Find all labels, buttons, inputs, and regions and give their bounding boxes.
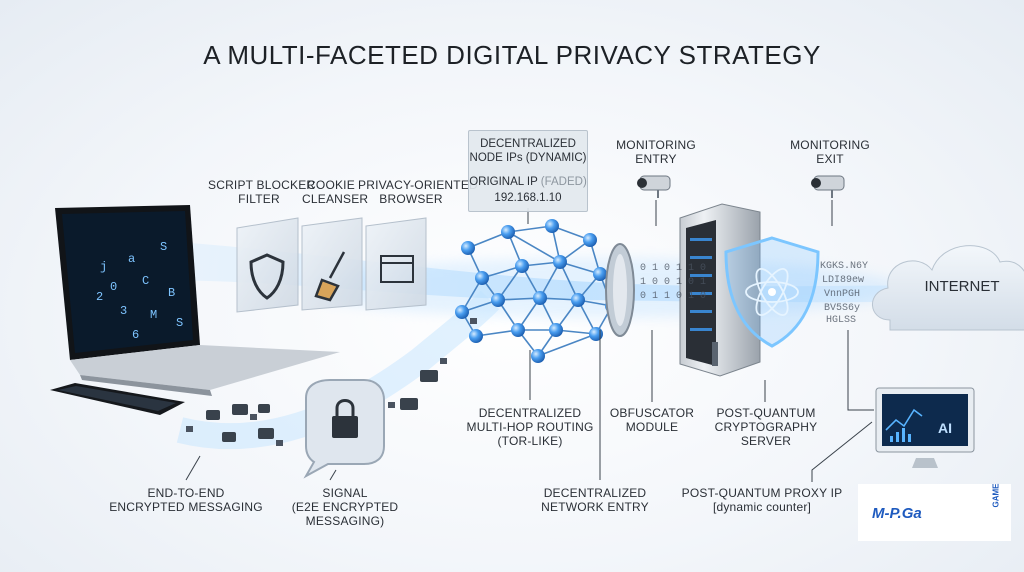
ip-info-box: DECENTRALIZED NODE IPs (DYNAMIC) ORIGINA…	[468, 130, 588, 212]
svg-text:BV5S6y: BV5S6y	[824, 303, 860, 314]
network-node	[589, 327, 603, 341]
svg-text:C: C	[142, 274, 149, 288]
network-link	[507, 231, 561, 263]
svg-text:1 0 0 1 0 1: 1 0 0 1 0 1	[640, 277, 706, 288]
camera-icon-entry	[637, 175, 671, 198]
monitoring-exit-label: MONITORING EXIT	[790, 138, 870, 166]
svg-text:S: S	[176, 316, 183, 330]
network-node	[583, 233, 597, 247]
monitor-ai-icon	[875, 387, 975, 468]
brand-logo	[858, 484, 1011, 541]
logo-text: M-P.Ga	[872, 505, 922, 522]
multihop-label: DECENTRALIZED MULTI-HOP ROUTING (TOR-LIK…	[466, 406, 594, 448]
network-node	[593, 267, 607, 281]
svg-text:HGLSS: HGLSS	[826, 315, 856, 326]
leader-lines	[185, 200, 874, 482]
network-link	[467, 231, 509, 249]
script-blocker-panel	[236, 217, 299, 313]
network-node	[531, 349, 545, 363]
laptop-icon: Sa0 C BjM 3 S 6 2	[55, 205, 340, 396]
network-entry-label: DECENTRALIZED NETWORK ENTRY	[541, 486, 649, 514]
svg-text:S: S	[160, 240, 167, 254]
privacy-browser-panel	[365, 217, 427, 311]
svg-text:0 1 1 0 1 0: 0 1 1 0 1 0	[640, 291, 706, 302]
svg-text:6: 6	[132, 328, 139, 342]
svg-text:LDI89ew: LDI89ew	[822, 275, 864, 286]
network-node	[545, 219, 559, 233]
obfuscator-label: OBFUSCATOR MODULE	[609, 406, 695, 434]
network-link	[475, 329, 519, 337]
broom-icon	[314, 251, 346, 302]
shield-icon	[249, 253, 285, 300]
ai-label: AI	[938, 420, 952, 436]
cloud-icon	[872, 245, 1024, 331]
svg-text:VnnPGH: VnnPGH	[824, 289, 860, 300]
network-node	[469, 329, 483, 343]
browser-icon	[380, 255, 414, 283]
network-node	[553, 255, 567, 269]
network-link	[507, 225, 553, 233]
network-node	[501, 225, 515, 239]
ip-box-line-2: NODE IPs (DYNAMIC)	[469, 152, 587, 164]
chat-bubble-icon	[206, 370, 438, 442]
svg-text:B: B	[168, 286, 175, 300]
network-node	[455, 305, 469, 319]
script-blocker-label: SCRIPT BLOCKER FILTER	[208, 178, 316, 206]
node-network-icon	[455, 219, 619, 363]
lock-bubble-icon	[303, 379, 385, 479]
phone-icon	[50, 383, 185, 415]
page-title: A MULTI-FACETED DIGITAL PRIVACY STRATEGY	[203, 40, 821, 70]
network-link	[537, 333, 597, 357]
network-node	[511, 323, 525, 337]
cookie-cleanser-panel	[301, 217, 363, 311]
original-ip-label: ORIGINAL IP (FADED)	[469, 176, 587, 188]
atom-shield-icon	[724, 236, 820, 348]
network-node	[461, 241, 475, 255]
ip-box-line-1: DECENTRALIZED	[480, 138, 576, 150]
internet-label: INTERNET	[924, 278, 1000, 295]
original-ip-value: 192.168.1.10	[494, 192, 562, 204]
svg-text:0 1 0 1 1 0: 0 1 0 1 1 0	[640, 263, 706, 274]
network-node	[491, 293, 505, 307]
svg-text:3: 3	[120, 304, 127, 318]
cookie-cleanser-label: COOKIE CLEANSER	[302, 178, 369, 206]
svg-text:M: M	[150, 308, 157, 322]
network-node	[549, 323, 563, 337]
e2e-label: END-TO-END ENCRYPTED MESSAGING	[109, 486, 263, 514]
pq-server-label: POST-QUANTUM CRYPTOGRAPHY SERVER	[714, 406, 818, 448]
svg-text:0: 0	[110, 280, 117, 294]
svg-text:a: a	[128, 252, 135, 266]
network-node	[533, 291, 547, 305]
network-link	[559, 261, 579, 301]
messaging-stream	[176, 290, 500, 450]
network-node	[515, 259, 529, 273]
svg-text:2: 2	[96, 290, 103, 304]
padlock-icon	[186, 318, 477, 446]
signal-label: SIGNAL (E2E ENCRYPTED MESSAGING)	[291, 486, 399, 528]
monitoring-entry-label: MONITORING ENTRY	[616, 138, 696, 166]
svg-text:KGKS.N6Y: KGKS.N6Y	[820, 261, 868, 272]
camera-icon-exit	[811, 175, 845, 198]
network-node	[571, 293, 585, 307]
network-link	[497, 297, 541, 301]
logo-tag: GAME	[991, 483, 1001, 508]
pq-proxy-label: POST-QUANTUM PROXY IP [dynamic counter]	[681, 486, 843, 514]
obfuscator-ring	[605, 243, 635, 337]
svg-text:j: j	[100, 260, 107, 274]
network-node	[475, 271, 489, 285]
privacy-browser-label: PRIVACY-ORIENTED BROWSER	[358, 178, 478, 206]
